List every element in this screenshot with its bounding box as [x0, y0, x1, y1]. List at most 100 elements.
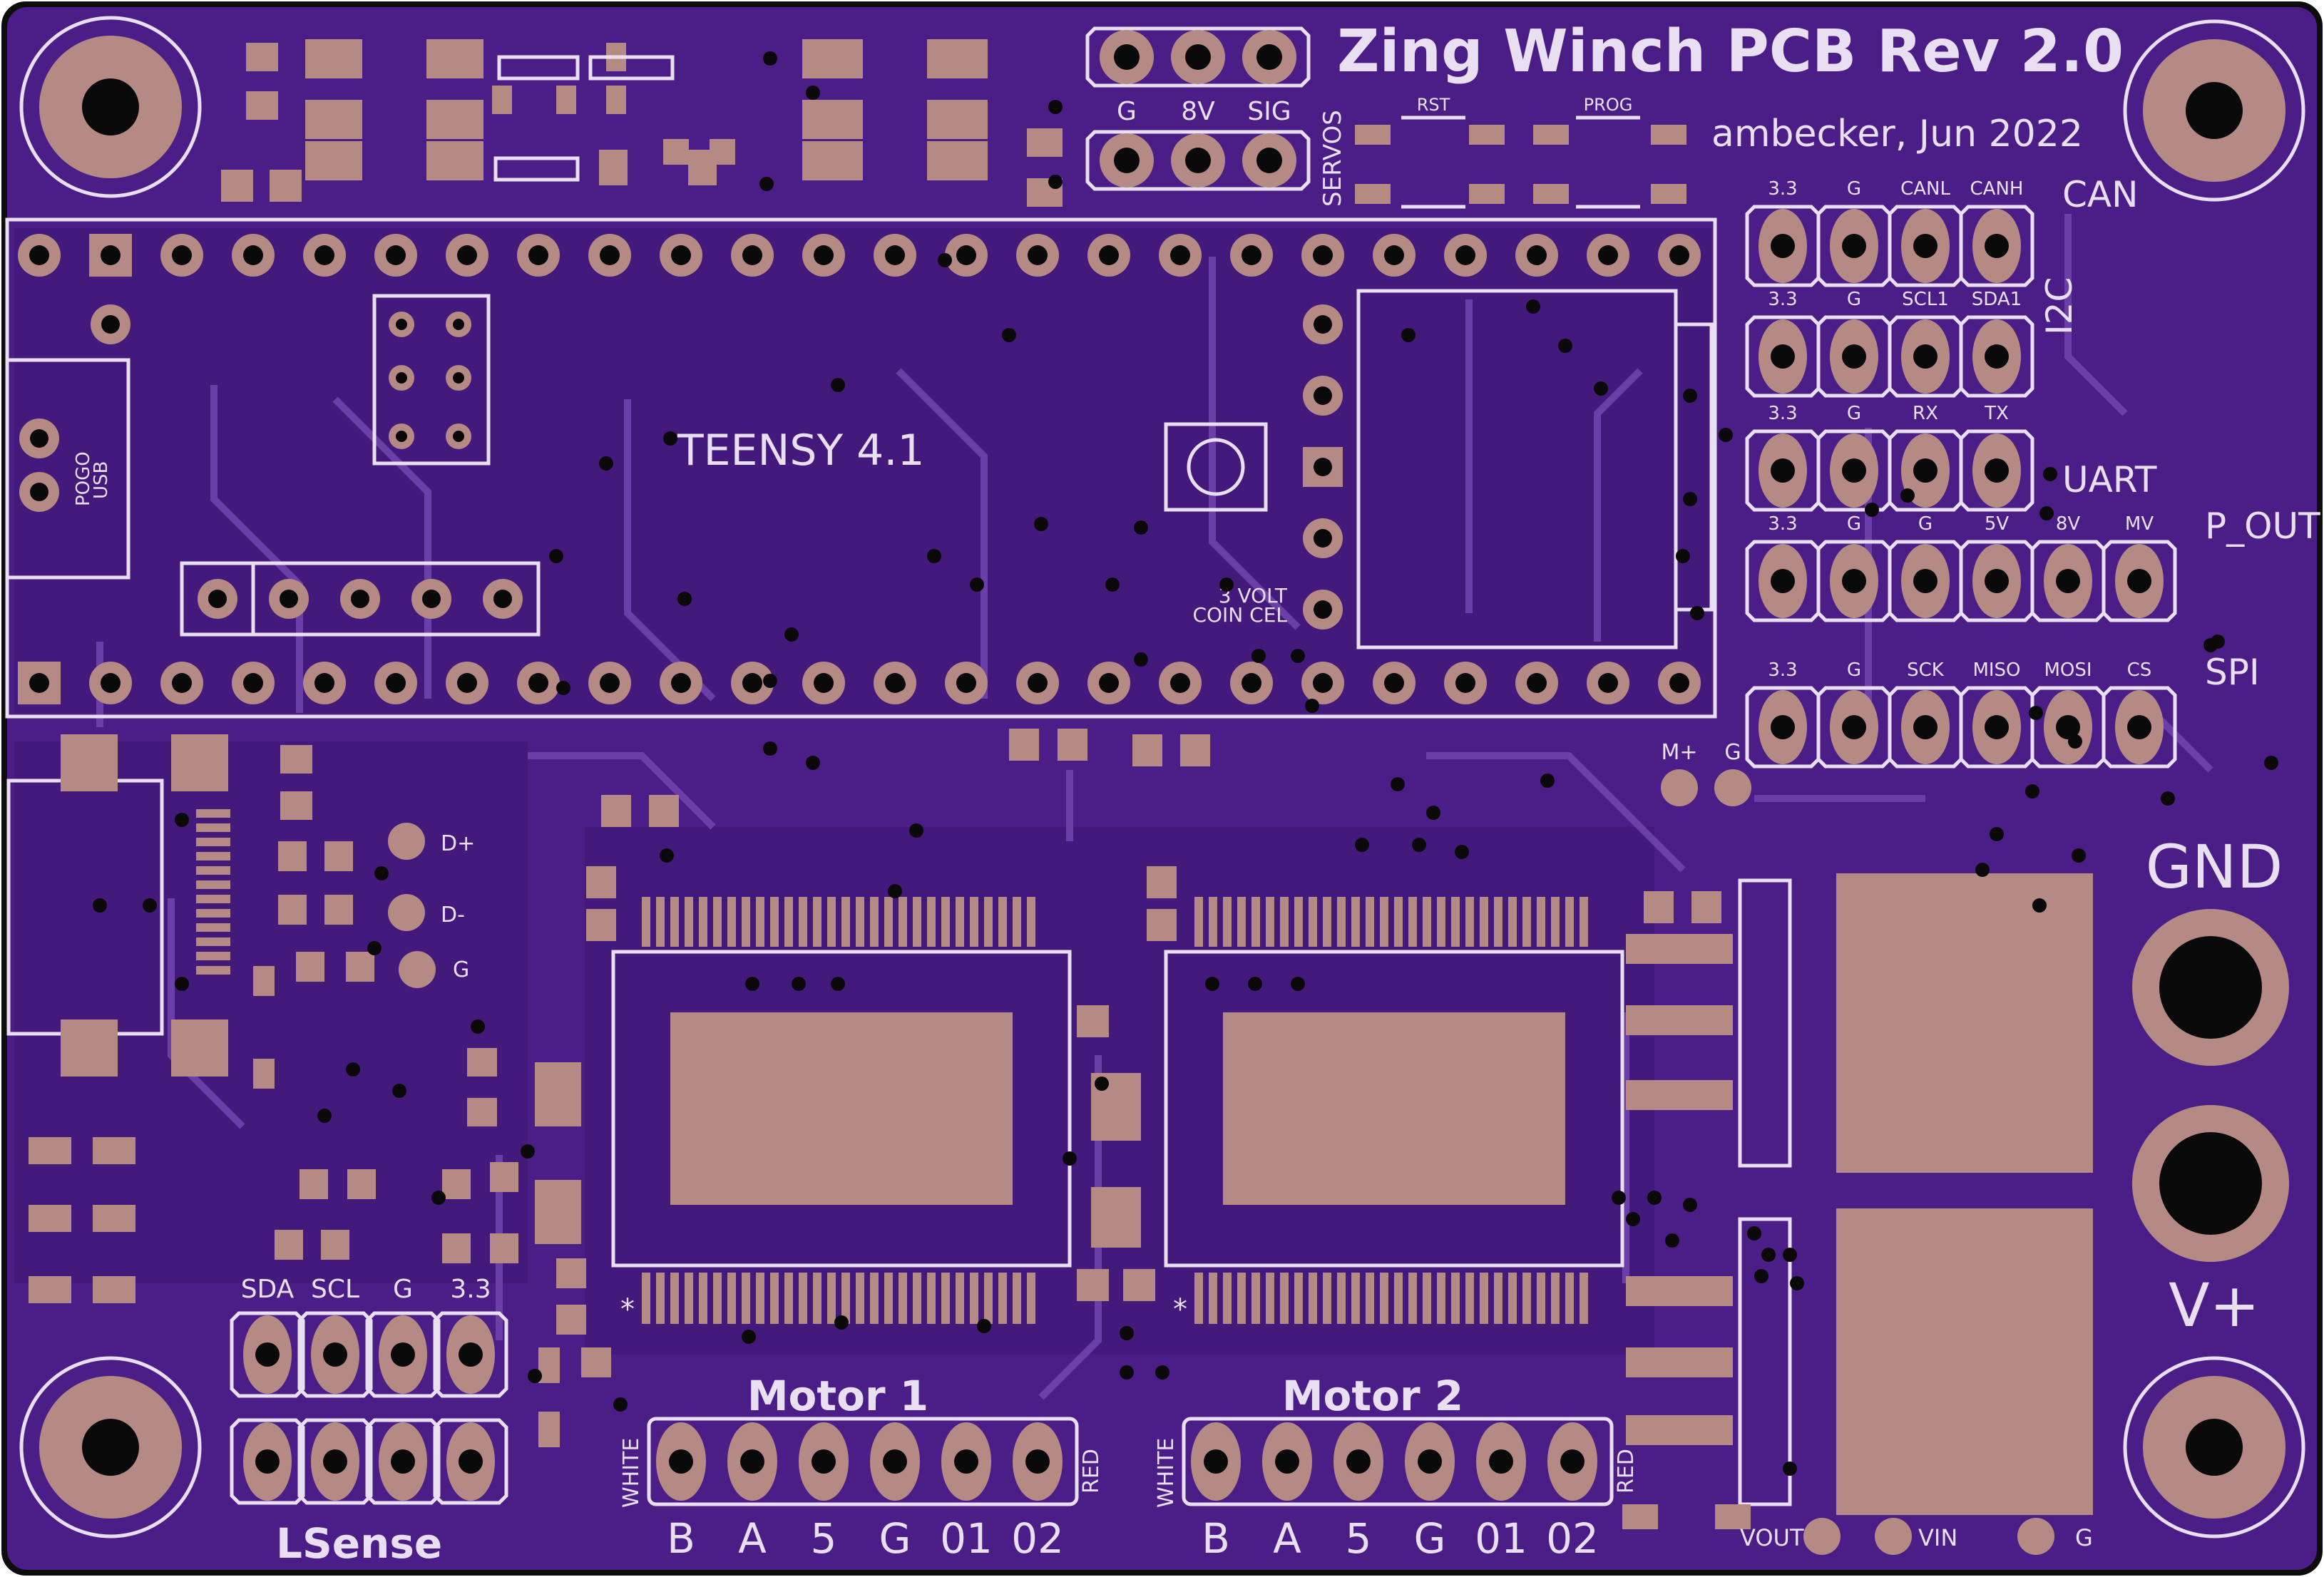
rst-label: RST: [1417, 95, 1450, 115]
header-pin-label: 3.3: [1768, 289, 1797, 310]
red-wire-label: RED: [1614, 1449, 1639, 1494]
via: [745, 977, 759, 991]
driver-pin: [1309, 897, 1317, 947]
driver-pin: [841, 1273, 850, 1324]
header-outline: [1959, 315, 2034, 398]
driver-pin: [756, 1273, 764, 1324]
header-pin-label: MV: [2125, 513, 2154, 535]
teensy-pins: [18, 234, 1701, 704]
driver-pin: [1027, 1273, 1035, 1324]
servos-label: SERVOS: [1319, 110, 1347, 207]
driver-pin: [956, 1273, 964, 1324]
via: [834, 1315, 849, 1330]
via: [2161, 791, 2175, 806]
via: [677, 592, 692, 606]
driver-pin: [856, 1273, 864, 1324]
driver-passives: [1077, 1005, 1155, 1301]
via: [1747, 1226, 1761, 1240]
via: [346, 1062, 360, 1077]
driver-pin: [970, 1273, 978, 1324]
driver-pin: [1237, 897, 1246, 947]
motor-pin-label: G: [879, 1514, 911, 1563]
driver-pin: [1408, 1273, 1417, 1324]
via: [549, 549, 563, 563]
driver-pin: [1251, 1273, 1260, 1324]
via: [763, 51, 777, 66]
driver-pin: [1194, 897, 1203, 947]
via: [1134, 652, 1148, 667]
header-outline: [1816, 429, 1892, 512]
usb-label: USB: [91, 461, 112, 499]
driver-pin: [1480, 1273, 1488, 1324]
header-pin-label: MOSI: [2044, 659, 2092, 681]
driver-pin: [998, 1273, 1007, 1324]
driver-pin: [913, 897, 921, 947]
via: [763, 674, 777, 688]
driver-pin: [1380, 1273, 1388, 1324]
driver-pin: [1323, 897, 1331, 947]
via: [1291, 977, 1305, 991]
usb-pin-label: D-: [441, 903, 465, 928]
via: [1048, 100, 1063, 114]
driver-pin: [656, 897, 665, 947]
author-line: ambecker, Jun 2022: [1711, 113, 2083, 155]
driver-pin: [870, 1273, 879, 1324]
usb-connector: [6, 734, 436, 1089]
via: [1219, 577, 1234, 592]
via: [374, 866, 389, 880]
motor-pin-label: 01: [1475, 1514, 1527, 1563]
via: [1683, 492, 1697, 506]
driver-pin: [1266, 897, 1274, 947]
driver-pin: [1451, 1273, 1460, 1324]
driver-pin: [727, 897, 736, 947]
white-wire-label: WHITE: [1154, 1438, 1179, 1508]
servo-header: [1085, 26, 1311, 191]
top-smd-components: [221, 39, 1686, 207]
driver-pin: [1508, 1273, 1517, 1324]
driver-pin: [1209, 897, 1217, 947]
header-pin-label: CS: [2127, 659, 2152, 681]
header-pin-label: G: [1847, 403, 1861, 424]
via: [1305, 699, 1319, 713]
via: [927, 549, 941, 563]
svg-text:*: *: [620, 1293, 635, 1326]
via: [831, 378, 845, 392]
via: [1105, 577, 1120, 592]
driver-pin: [1565, 1273, 1574, 1324]
driver-pin: [1280, 1273, 1289, 1324]
via: [2072, 848, 2086, 863]
header-outline: [1816, 315, 1892, 398]
driver-pin: [1251, 897, 1260, 947]
via: [763, 741, 777, 756]
white-wire-label: WHITE: [619, 1438, 644, 1508]
driver-pin: [899, 897, 907, 947]
driver-pin: [970, 897, 978, 947]
via: [1412, 838, 1426, 852]
header-outline: [1816, 540, 1892, 622]
via: [175, 977, 189, 991]
driver-pin: [1294, 1273, 1303, 1324]
via: [784, 627, 799, 642]
driver-pin: [1027, 897, 1035, 947]
via: [1626, 1212, 1640, 1226]
via: [806, 756, 820, 770]
usb-pin-label: D+: [441, 831, 475, 856]
driver-pin: [1223, 897, 1232, 947]
driver-pin: [770, 1273, 779, 1324]
via: [1526, 299, 1540, 314]
via: [1401, 328, 1416, 342]
via: [909, 823, 923, 838]
via: [888, 884, 902, 898]
via: [2068, 734, 2082, 749]
via: [1990, 827, 2004, 841]
driver-pin: [1013, 1273, 1021, 1324]
driver-pin: [884, 1273, 893, 1324]
driver-pin: [727, 1273, 736, 1324]
via: [1120, 1365, 1134, 1380]
driver-pin: [1266, 1273, 1274, 1324]
driver-pin: [1465, 1273, 1474, 1324]
via: [2025, 784, 2039, 798]
lsense-pin-label: G: [393, 1275, 413, 1304]
